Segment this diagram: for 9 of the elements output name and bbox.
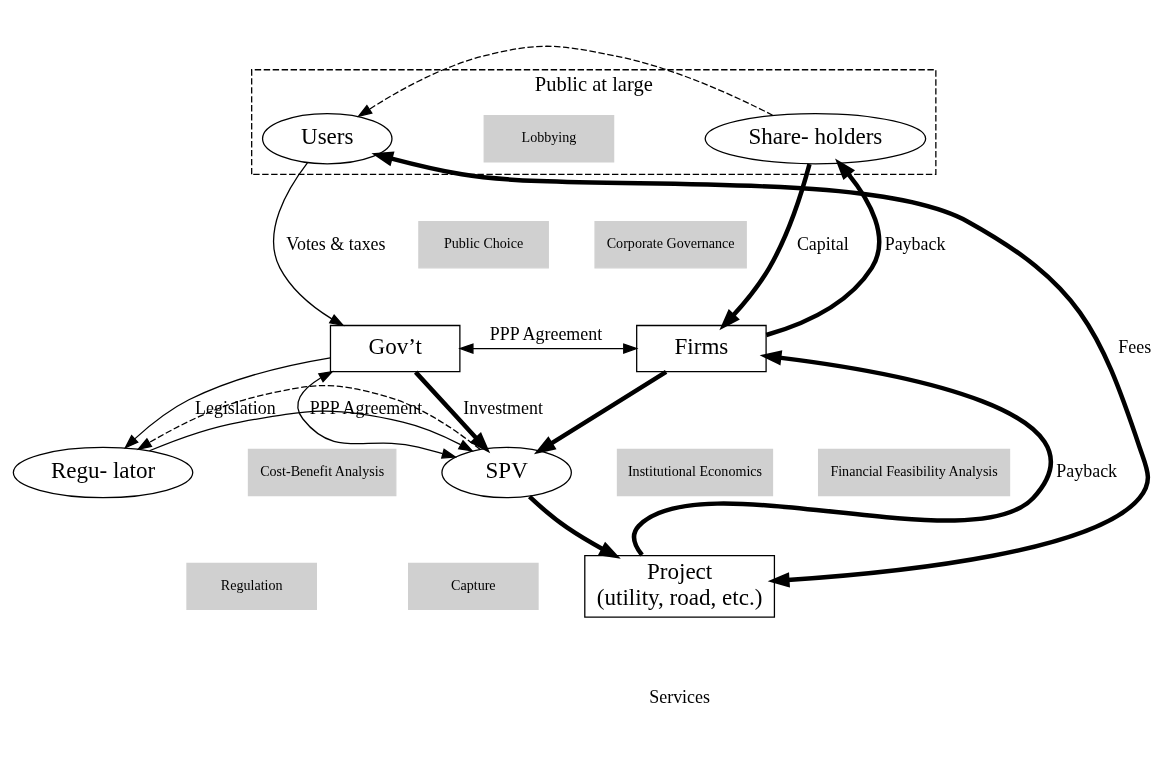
edge-label: Investment	[463, 398, 543, 419]
edge-label: Capital	[796, 233, 849, 254]
edge-label: Fees	[1118, 337, 1152, 358]
edge-label: Payback	[1056, 461, 1118, 482]
edge-label: Votes & taxes	[286, 233, 386, 254]
label: Services	[649, 686, 710, 707]
edge-label: PPP Agreement	[489, 323, 603, 344]
edge-label: Payback	[884, 233, 946, 254]
edge-label: Legislation	[195, 398, 276, 419]
